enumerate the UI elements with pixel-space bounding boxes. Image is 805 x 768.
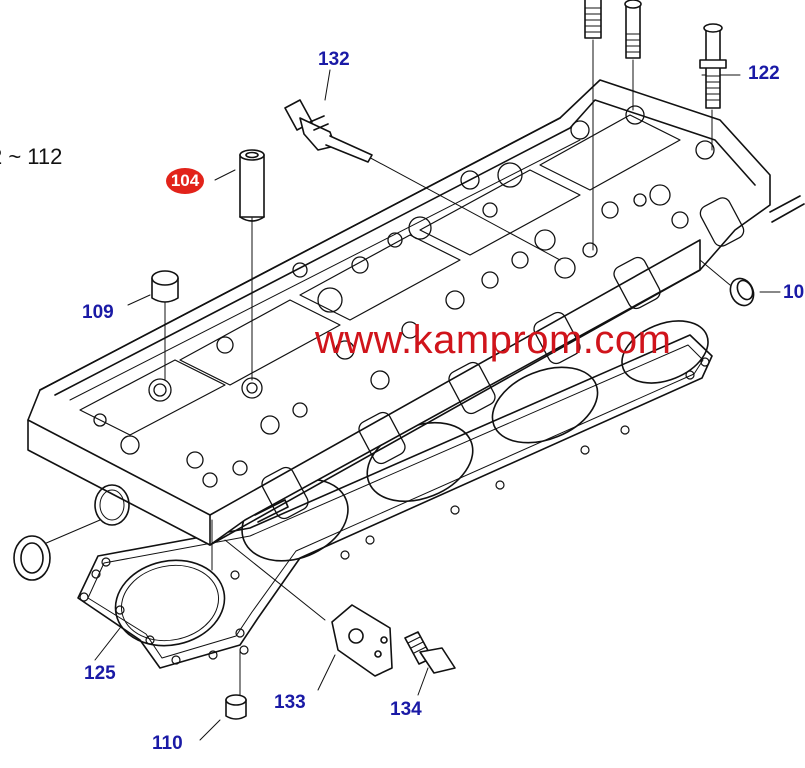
head-bolts <box>584 0 727 109</box>
callout-110[interactable]: 110 <box>152 733 183 754</box>
part-134-bolt <box>404 631 456 674</box>
range-label: 2 ~ 112 <box>0 144 63 169</box>
part-10x-plug <box>729 277 755 307</box>
callout-125[interactable]: 125 <box>84 663 116 684</box>
seal-ring <box>13 535 51 581</box>
callout-134[interactable]: 134 <box>390 699 422 720</box>
callout-122[interactable]: 122 <box>748 63 780 84</box>
callout-109[interactable]: 109 <box>82 302 114 323</box>
part-133-bracket <box>331 604 393 677</box>
callout-10[interactable]: 10 <box>783 282 805 303</box>
highlighted-callout-104[interactable]: 104 <box>166 168 204 194</box>
cylinder-head <box>27 79 805 546</box>
part-104-tube <box>239 149 265 222</box>
watermark-text: www.kamprom.com <box>315 318 672 362</box>
callout-132[interactable]: 132 <box>318 49 350 70</box>
part-109-cap <box>151 270 179 303</box>
leader-lines <box>29 39 781 741</box>
part-132-sensor <box>284 99 373 163</box>
callout-133[interactable]: 133 <box>274 692 306 713</box>
part-110-pin <box>225 694 247 720</box>
